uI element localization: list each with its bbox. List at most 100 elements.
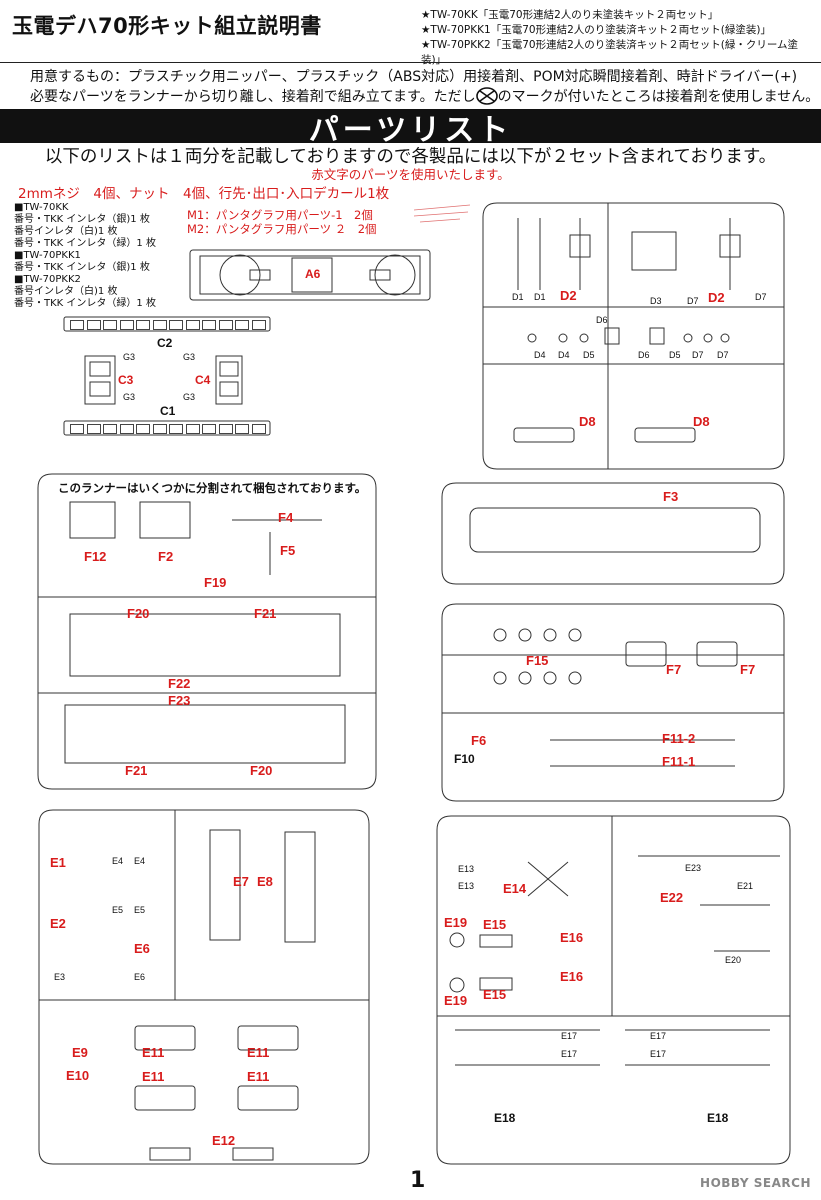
part-label-e3: E3	[54, 972, 66, 982]
part-label-f6: F6	[471, 733, 487, 748]
window-cell	[70, 320, 84, 330]
part-label-f7: F7	[666, 662, 682, 677]
part-label-e16: E16	[560, 930, 584, 945]
part-label-g3: G3	[123, 352, 136, 362]
part-label-f20: F20	[250, 763, 273, 778]
window-cell	[119, 320, 134, 330]
section-title: パーツリスト	[308, 113, 513, 148]
page-number: 1	[410, 1168, 426, 1193]
part-label-e17: E17	[650, 1031, 667, 1041]
part-label-a6: A6	[305, 267, 321, 281]
part-label-e12: E12	[212, 1133, 236, 1148]
part-label-e11: E11	[247, 1069, 270, 1084]
part-label-f2: F2	[158, 549, 174, 564]
part-label-e2: E2	[50, 916, 66, 931]
product-line: ★TW-70KK「玉電70形連結2人のり未塗装キット２両セット」	[421, 9, 719, 21]
window-cell	[218, 320, 233, 330]
part-label-e18: E18	[707, 1111, 729, 1125]
window-cell	[251, 424, 266, 434]
window-cell	[235, 320, 249, 330]
part-label-e20: E20	[725, 955, 742, 965]
section-bar	[0, 109, 821, 143]
no-glue-icon	[475, 87, 498, 105]
window-cell	[202, 424, 216, 434]
list-item: 番号・TKK インレタ（緑）1 枚	[14, 238, 156, 249]
window-cell	[152, 424, 167, 434]
part-label-f4: F4	[278, 510, 294, 525]
part-label-d8: D8	[579, 414, 596, 429]
part-label-d4: D4	[558, 350, 570, 360]
part-label-f11-2: F11-2	[662, 731, 696, 746]
pantograph-parts: M1：パンタグラフ用パーツ-1 2個 M2：パンタグラフ用パーツ ２ 2個	[187, 208, 377, 236]
window-cell	[152, 320, 167, 330]
window-cell	[235, 424, 249, 434]
window-cell	[70, 424, 84, 434]
tools-line: 用意するもの：プラスチック用ニッパー、プラスチック（ABS対応）用接着剤、POM…	[30, 69, 798, 85]
part-label-e11: E11	[142, 1069, 165, 1084]
product-line: ★TW-70PKK1「玉電70形連結2人のり塗装済キット２両セット(緑塗装)」	[421, 24, 771, 36]
part-label-e13: E13	[458, 881, 475, 891]
divider	[0, 62, 821, 63]
part-label-e7: E7	[233, 874, 249, 889]
part-label-e17: E17	[561, 1031, 578, 1041]
part-label-e5: E5	[134, 905, 146, 915]
part-label-f11-1: F11-1	[662, 754, 696, 769]
part-label-f20: F20	[127, 606, 150, 621]
part-label-d5: D5	[669, 350, 681, 360]
window-cell	[103, 424, 117, 434]
part-label-d8: D8	[693, 414, 710, 429]
part-label-e16: E16	[560, 969, 584, 984]
part-label-f22: F22	[168, 676, 191, 691]
part-label-c1: C1	[160, 404, 176, 418]
part-label-d1: D1	[534, 292, 546, 302]
part-label-f19: F19	[204, 575, 227, 590]
product-list-header: ★TW-70KK「玉電70形連結2人のり未塗装キット２両セット」 ★TW-70P…	[421, 8, 813, 68]
part-label-e11: E11	[247, 1045, 270, 1060]
part-label-f21: F21	[254, 606, 277, 621]
window-cell	[86, 320, 101, 330]
part-label-e14: E14	[503, 881, 527, 896]
window-cell	[218, 424, 233, 434]
list-item: ■TW-70PKK2	[14, 274, 81, 285]
window-cell	[103, 320, 117, 330]
part-label-e19: E19	[444, 993, 468, 1008]
part-label-f15: F15	[526, 653, 549, 668]
part-label-e4: E4	[134, 856, 146, 866]
glue-note-line: 必要なパーツをランナーから切り離し、接着剤で組み立てます。ただしのマークが付いた…	[30, 87, 820, 107]
part-label-e18: E18	[494, 1111, 516, 1125]
list-item: 番号インレタ（白)1 枚	[14, 226, 118, 237]
part-label-e13: E13	[458, 864, 475, 874]
part-label-f3: F3	[663, 489, 679, 504]
window-cell	[169, 320, 183, 330]
decal-product-list: ■TW-70KK 番号・TKK インレタ（銀)1 枚 番号インレタ（白)1 枚 …	[14, 202, 156, 310]
parts-list-intro: 以下のリストは１両分を記載しておりますので各製品には以下が２セット含まれておりま…	[44, 147, 777, 167]
list-item: ■TW-70KK	[14, 202, 69, 213]
hardware-decal-line: 2mmネジ 4個、ナット 4個、行先･出口･入口デカール1枚	[18, 186, 390, 202]
part-label-g3: G3	[183, 392, 196, 402]
window-cell	[251, 320, 266, 330]
part-label-e23: E23	[685, 863, 702, 873]
product-line: ★TW-70PKK2「玉電70形連結2人のり塗装済キット２両セット(緑・クリーム…	[421, 39, 799, 66]
part-label-e19: E19	[444, 915, 468, 930]
glue-note-text: のマークが付いたところは接着剤を使用しません。	[497, 89, 820, 105]
part-label-e6: E6	[134, 972, 146, 982]
part-label-d6: D6	[638, 350, 650, 360]
part-label-f23: F23	[168, 693, 191, 708]
window-cell	[169, 424, 183, 434]
list-item: 番号・TKK インレタ（銀)1 枚	[14, 214, 150, 225]
runner-note: このランナーはいくつかに分割されて梱包されております。	[58, 481, 367, 495]
list-item: ■TW-70PKK1	[14, 250, 81, 261]
part-label-d3: D3	[650, 296, 662, 306]
part-label-e21: E21	[737, 881, 754, 891]
part-label-f10: F10	[454, 752, 475, 766]
part-label-d4: D4	[534, 350, 546, 360]
window-cell	[119, 424, 134, 434]
part-label-c4: C4	[195, 373, 211, 387]
watermark: HOBBY SEARCH	[700, 1176, 811, 1190]
part-label-c2: C2	[157, 336, 173, 350]
part-label-c3: C3	[118, 373, 134, 387]
part-label-e8: E8	[257, 874, 273, 889]
window-cell	[136, 424, 150, 434]
part-label-e17: E17	[650, 1049, 667, 1059]
